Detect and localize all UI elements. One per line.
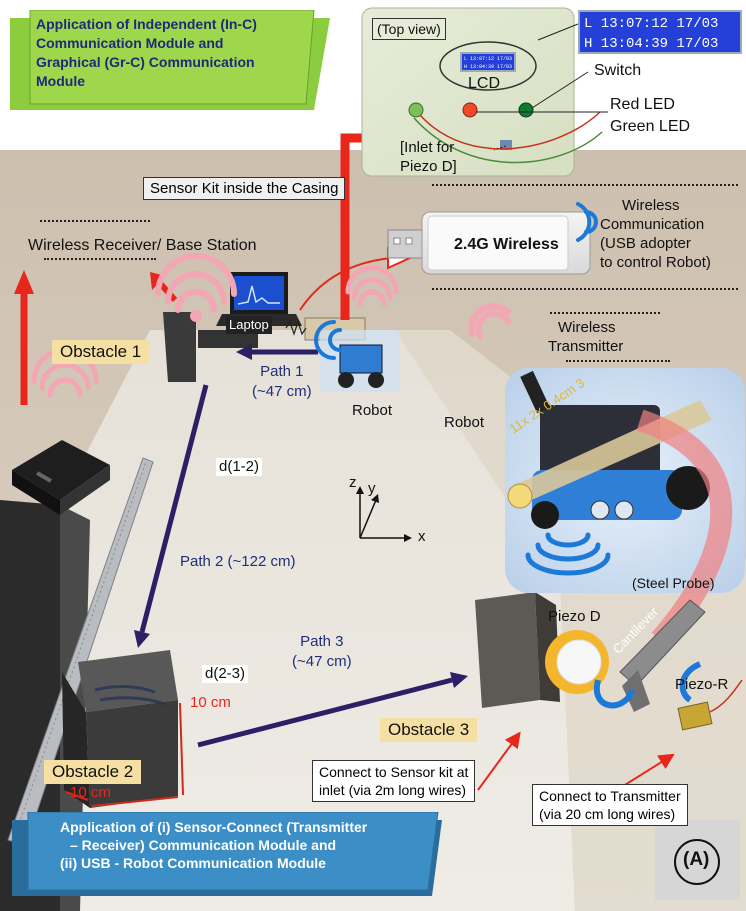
sensor-kit-casing-label: Sensor Kit inside the Casing <box>143 177 346 200</box>
separator-4 <box>44 258 156 260</box>
path-3-length: (~47 cm) <box>292 653 352 670</box>
figure-label-circle <box>674 839 720 885</box>
obstacle-3-label: Obstacle 3 <box>380 718 478 742</box>
wifi-icon <box>31 253 511 398</box>
dim-width-label: 10 cm <box>70 784 111 801</box>
connect-transmitter-line-2: (via 20 cm long wires) <box>539 806 676 822</box>
path-1-length: (~47 cm) <box>252 383 312 400</box>
sensor-kit-casing <box>361 7 575 177</box>
inlet-label: [Inlet for Piezo D] <box>400 138 457 176</box>
wireless-comm-line-3: (USB adopter <box>600 235 691 252</box>
distance-2-3-label: d(2-3) <box>202 665 249 683</box>
piezo-r-label: Piezo-R <box>675 676 729 693</box>
path-3-label: Path 3 (~47 cm) <box>292 632 352 672</box>
lcd-line-1: L 13:07:12 17/03 <box>584 16 719 32</box>
wireless-receiver-label: Wireless Receiver/ Base Station <box>28 237 257 254</box>
path-1-label: Path 1 (~47 cm) <box>252 362 312 402</box>
separator-5 <box>550 312 660 314</box>
green-led-label: Green LED <box>610 118 691 135</box>
connect-transmitter-label: Connect to Transmitter (via 20 cm long w… <box>532 784 688 826</box>
top-banner-line-4: Module <box>36 73 85 89</box>
connect-sensor-kit-line-2: inlet (via 2m long wires) <box>319 782 467 798</box>
axis-z-label: z <box>349 474 357 491</box>
wifi-blue-icon <box>314 202 611 576</box>
axis-y-label: y <box>368 480 376 497</box>
obstacle-1-block <box>163 312 196 382</box>
switch-label: Switch <box>594 62 642 79</box>
path-1-name: Path 1 <box>260 363 304 380</box>
inlet-line-2: Piezo D] <box>400 158 457 175</box>
connect-transmitter-line-1: Connect to Transmitter <box>539 788 681 804</box>
wireless-communication-label: Wireless Communication (USB adopter to c… <box>600 196 711 272</box>
path-3-name: Path 3 <box>300 633 344 650</box>
lcd-line-2: H 13:04:39 17/03 <box>584 36 719 52</box>
path-3-arrow <box>197 677 453 748</box>
lcd-mini-line-2: H 13:04:39 17/03 <box>464 64 513 70</box>
top-banner-line-1: Application of Independent (In-C) <box>36 16 257 32</box>
bottom-banner-line-2: – Receiver) Communication Module and <box>70 837 337 853</box>
top-banner-line-3: Graphical (Gr-C) Communication <box>36 54 255 70</box>
figure-label: (A) <box>683 849 710 870</box>
connect-sensor-kit-label: Connect to Sensor kit at inlet (via 2m l… <box>312 760 476 802</box>
steel-probe-label: (Steel Probe) <box>632 575 715 591</box>
transmitter-line-2: Transmitter <box>548 338 624 355</box>
wireless-transmitter-label: Wireless Transmitter <box>548 318 623 356</box>
piezo-d-label: Piezo D <box>548 608 601 625</box>
transmitter-line-1: Wireless <box>558 319 616 336</box>
wireless-comm-line-2: Communication <box>600 216 705 233</box>
wireless-comm-line-4: to control Robot) <box>600 254 711 271</box>
dim-height-label: 10 cm <box>190 694 231 711</box>
obstacle-1-label: Obstacle 1 <box>52 340 150 364</box>
path-2-arrow <box>139 384 209 633</box>
router <box>12 440 110 500</box>
path-2-label: Path 2 (~122 cm) <box>180 553 296 570</box>
dim-width-line <box>91 796 179 807</box>
axis-x-label: x <box>418 528 426 545</box>
wireless-comm-line-1: Wireless <box>622 197 680 214</box>
top-banner-line-2: Communication Module and <box>36 35 224 51</box>
red-led-label: Red LED <box>610 96 675 113</box>
separator-1 <box>432 184 738 186</box>
obstacle-2-label: Obstacle 2 <box>44 760 142 784</box>
kit-link-arrow <box>340 133 368 320</box>
separator-3 <box>40 220 150 222</box>
obstacle-3-block <box>475 592 540 708</box>
lcd-label: LCD <box>468 75 501 92</box>
usb-dongle <box>387 211 591 275</box>
usb-text: 2.4G Wireless <box>454 236 559 253</box>
bottom-banner-line-3: (ii) USB - Robot Communication Module <box>60 855 326 871</box>
piezo-r <box>677 701 713 731</box>
lcd-mini-display: L 13:07:12 17/03 H 13:04:39 17/03 <box>460 52 516 72</box>
top-banner-shape <box>10 10 330 110</box>
dim-height-line <box>179 702 184 796</box>
laptop-label: Laptop <box>226 316 272 334</box>
top-banner-text: Application of Independent (In-C) Commun… <box>36 15 257 91</box>
lcd-mini-line-1: L 13:07:12 17/03 <box>464 56 513 62</box>
axis-triad <box>356 486 412 542</box>
inlet-line-1: [Inlet for <box>400 139 455 156</box>
bottom-banner-text: Application of (i) Sensor-Connect (Trans… <box>60 818 367 872</box>
robot-label: Robot <box>352 402 393 419</box>
bottom-banner-shape <box>12 812 442 896</box>
bottom-banner-line-1: Application of (i) Sensor-Connect (Trans… <box>60 819 368 835</box>
obstacle-2-block <box>78 650 178 712</box>
top-view-label: (Top view) <box>372 18 446 40</box>
connect-sensor-kit-line-1: Connect to Sensor kit at <box>319 764 469 780</box>
robot-label-2: Robot <box>444 414 485 431</box>
separator-2 <box>432 288 738 290</box>
lcd-display: L 13:07:12 17/03 H 13:04:39 17/03 <box>578 10 742 54</box>
distance-1-2-label: d(1-2) <box>216 458 263 476</box>
separator-6 <box>566 360 670 362</box>
